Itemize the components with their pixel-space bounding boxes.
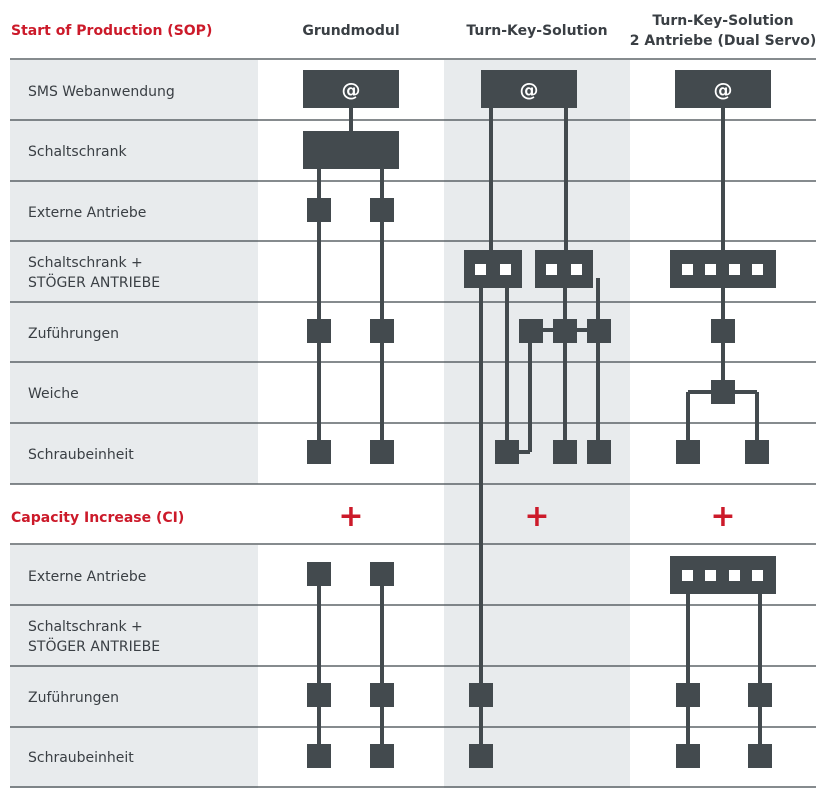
column-header-turnkey-dual-line1: Turn-Key-Solution	[652, 13, 793, 29]
screwing-unit-module	[676, 440, 700, 464]
row-label-zufuehrungen: Zuführungen	[28, 326, 119, 342]
column-header-grundmodul: Grundmodul	[302, 23, 399, 39]
feeder-module	[553, 319, 577, 343]
feeder-module	[307, 683, 331, 707]
external-drive-module	[307, 198, 331, 222]
control-cabinet-module	[303, 131, 399, 169]
screwing-unit-module	[370, 744, 394, 768]
web-application-module	[675, 70, 771, 108]
screwing-unit-module	[469, 744, 493, 768]
row-label-externe-antriebe: Externe Antriebe	[28, 205, 146, 221]
row-label-ci-schaltschrank-stoeger-line2: STÖGER ANTRIEBE	[28, 637, 160, 655]
row-label-sms-webanwendung: SMS Webanwendung	[28, 84, 175, 100]
sop-title: Start of Production (SOP)	[11, 23, 212, 39]
screwing-unit-module	[307, 744, 331, 768]
drive-port-icon	[682, 570, 693, 581]
modules	[303, 70, 776, 768]
at-icon: @	[520, 79, 539, 101]
row-dividers	[10, 58, 816, 788]
screwing-unit-module	[495, 440, 519, 464]
drive-port-icon	[752, 570, 763, 581]
screwing-unit-module	[676, 744, 700, 768]
row-label-schaltschrank: Schaltschrank	[28, 144, 127, 160]
screwing-unit-module	[553, 440, 577, 464]
external-drive-module	[370, 198, 394, 222]
drive-port-icon	[571, 264, 582, 275]
at-icon: @	[342, 79, 361, 101]
drive-port-icon	[546, 264, 557, 275]
feeder-module	[469, 683, 493, 707]
at-icon: @	[714, 79, 733, 101]
row-label-weiche: Weiche	[28, 386, 79, 402]
drive-port-icon	[705, 264, 716, 275]
screwing-unit-module	[748, 744, 772, 768]
cabinet-drives-module	[464, 250, 522, 288]
web-application-module	[481, 70, 577, 108]
web-application-module	[303, 70, 399, 108]
screwing-unit-module	[307, 440, 331, 464]
feeder-module	[370, 683, 394, 707]
row-label-ci-schaltschrank-stoeger-line1: Schaltschrank +	[28, 619, 143, 635]
drive-port-icon	[729, 264, 740, 275]
external-drive-module	[370, 562, 394, 586]
cabinet-drives-module	[535, 250, 593, 288]
drive-port-icon	[729, 570, 740, 581]
label-column-shade-sop	[10, 60, 258, 484]
screwing-unit-module	[370, 440, 394, 464]
row-label-ci-zufuehrungen: Zuführungen	[28, 690, 119, 706]
drive-port-icon	[705, 570, 716, 581]
row-label-schaltschrank-stoeger-line2: STÖGER ANTRIEBE	[28, 273, 160, 291]
row-label-schaltschrank-stoeger-line1: Schaltschrank +	[28, 255, 143, 271]
feeder-module	[676, 683, 700, 707]
turnkey-column-shade-ci	[444, 484, 630, 788]
screwing-unit-module	[587, 440, 611, 464]
feeder-module	[587, 319, 611, 343]
plus-icon: +	[338, 499, 363, 534]
drive-port-icon	[475, 264, 486, 275]
column-header-turnkey-dual-line2: 2 Antriebe (Dual Servo)	[630, 33, 816, 49]
drive-ports	[475, 264, 763, 581]
feeder-module	[370, 319, 394, 343]
drive-port-icon	[682, 264, 693, 275]
plus-icon: +	[710, 499, 735, 534]
row-label-schraubeinheit: Schraubeinheit	[28, 447, 134, 463]
feeder-module	[711, 319, 735, 343]
feeder-module	[519, 319, 543, 343]
switch-module	[711, 380, 735, 404]
feeder-module	[307, 319, 331, 343]
plus-icon: +	[524, 499, 549, 534]
row-label-ci-schraubeinheit: Schraubeinheit	[28, 750, 134, 766]
feeder-module	[748, 683, 772, 707]
external-drive-module	[307, 562, 331, 586]
row-label-ci-externe-antriebe: Externe Antriebe	[28, 569, 146, 585]
drive-port-icon	[752, 264, 763, 275]
screwing-unit-module	[745, 440, 769, 464]
column-header-turnkey: Turn-Key-Solution	[466, 23, 607, 39]
drive-port-icon	[500, 264, 511, 275]
ci-title: Capacity Increase (CI)	[11, 510, 184, 526]
